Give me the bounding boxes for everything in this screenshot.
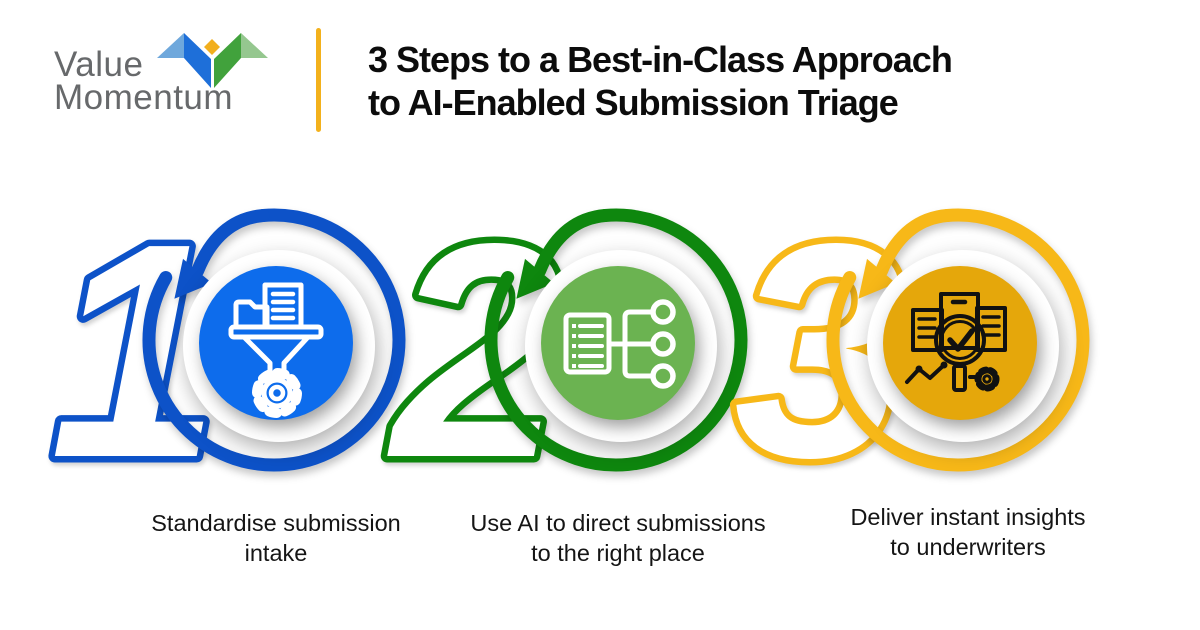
step-2-graphic: 2 [381, 174, 762, 528]
logo-word-value: Value [54, 45, 144, 84]
step-1-caption: Standardise submission intake [76, 508, 476, 568]
document-funnel-gear-icon [228, 282, 324, 418]
step-3-caption-line1: Deliver instant insights [850, 504, 1086, 530]
step-2-caption-line1: Use AI to direct submissions [470, 510, 766, 536]
step-1-caption-line2: intake [244, 540, 308, 566]
logo-wordmark: Value Momentum [54, 45, 234, 117]
step-2-caption: Use AI to direct submissions to the righ… [418, 508, 818, 568]
page-title: 3 Steps to a Best-in-Class Approach to A… [368, 38, 953, 124]
step-1-caption-line1: Standardise submission [151, 510, 401, 536]
step-1-graphic: 1 [40, 174, 420, 528]
step-3-graphic: 3 [724, 174, 1104, 528]
step-3-caption-line2: to underwriters [890, 534, 1046, 560]
documents-magnifier-analytics-icon [905, 292, 1007, 392]
header-divider [316, 28, 321, 132]
step-2-caption-line2: to the right place [531, 540, 705, 566]
list-routing-icon [563, 299, 676, 389]
step-1-cycle-arrow-icon [142, 208, 406, 472]
valuemomentum-logo-icon [157, 33, 268, 88]
logo-word-momentum: Momentum [54, 78, 234, 117]
step-2-cycle-arrow-icon [484, 208, 748, 472]
step-3-caption: Deliver instant insights to underwriters [768, 502, 1168, 562]
page-title-line1: 3 Steps to a Best-in-Class Approach [368, 39, 953, 80]
step-3-cycle-arrow-icon [826, 208, 1090, 472]
page-title-line2: to AI-Enabled Submission Triage [368, 82, 899, 123]
